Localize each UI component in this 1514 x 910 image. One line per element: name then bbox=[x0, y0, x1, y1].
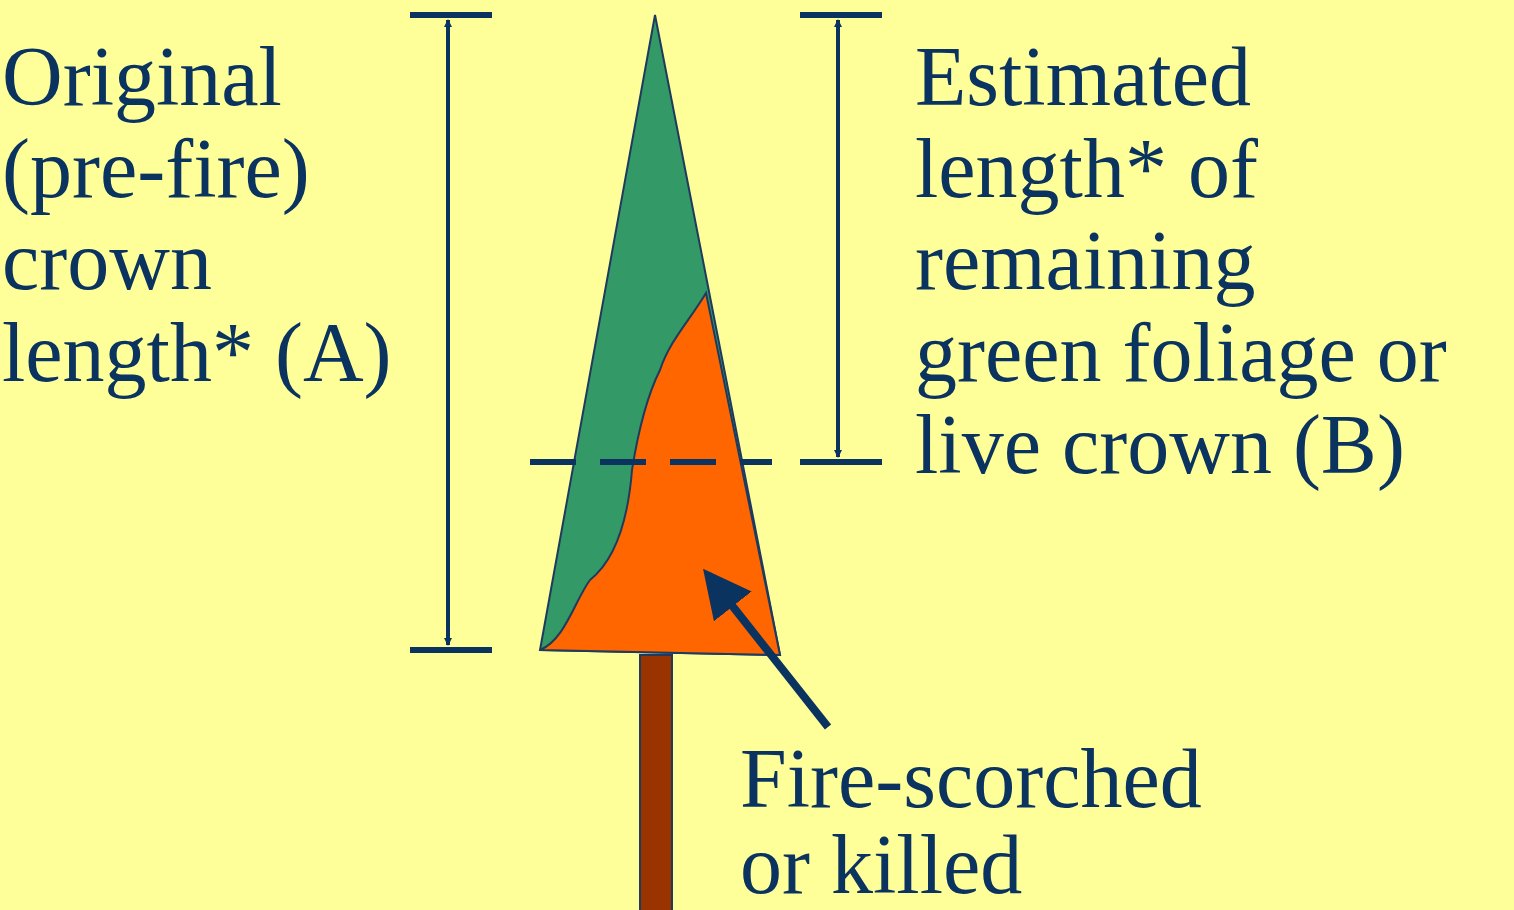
dimension-tick bbox=[800, 12, 882, 18]
dimension-tick bbox=[410, 647, 492, 653]
dimension-line bbox=[836, 20, 840, 457]
dimension-line bbox=[446, 20, 450, 645]
green-crown bbox=[540, 15, 780, 655]
pointer-arrow bbox=[708, 575, 828, 727]
text-label: Fire-scorched or killed bbox=[740, 736, 1220, 908]
text-label: Estimated length* of remaining green fol… bbox=[915, 31, 1455, 491]
scorched-crown bbox=[540, 293, 780, 655]
tree-trunk bbox=[640, 655, 672, 910]
text-label: Original (pre-fire) crown length* (A) bbox=[2, 31, 422, 399]
dimension-tick bbox=[800, 459, 882, 465]
dashed-line bbox=[530, 459, 772, 465]
dimension-tick bbox=[410, 12, 492, 18]
